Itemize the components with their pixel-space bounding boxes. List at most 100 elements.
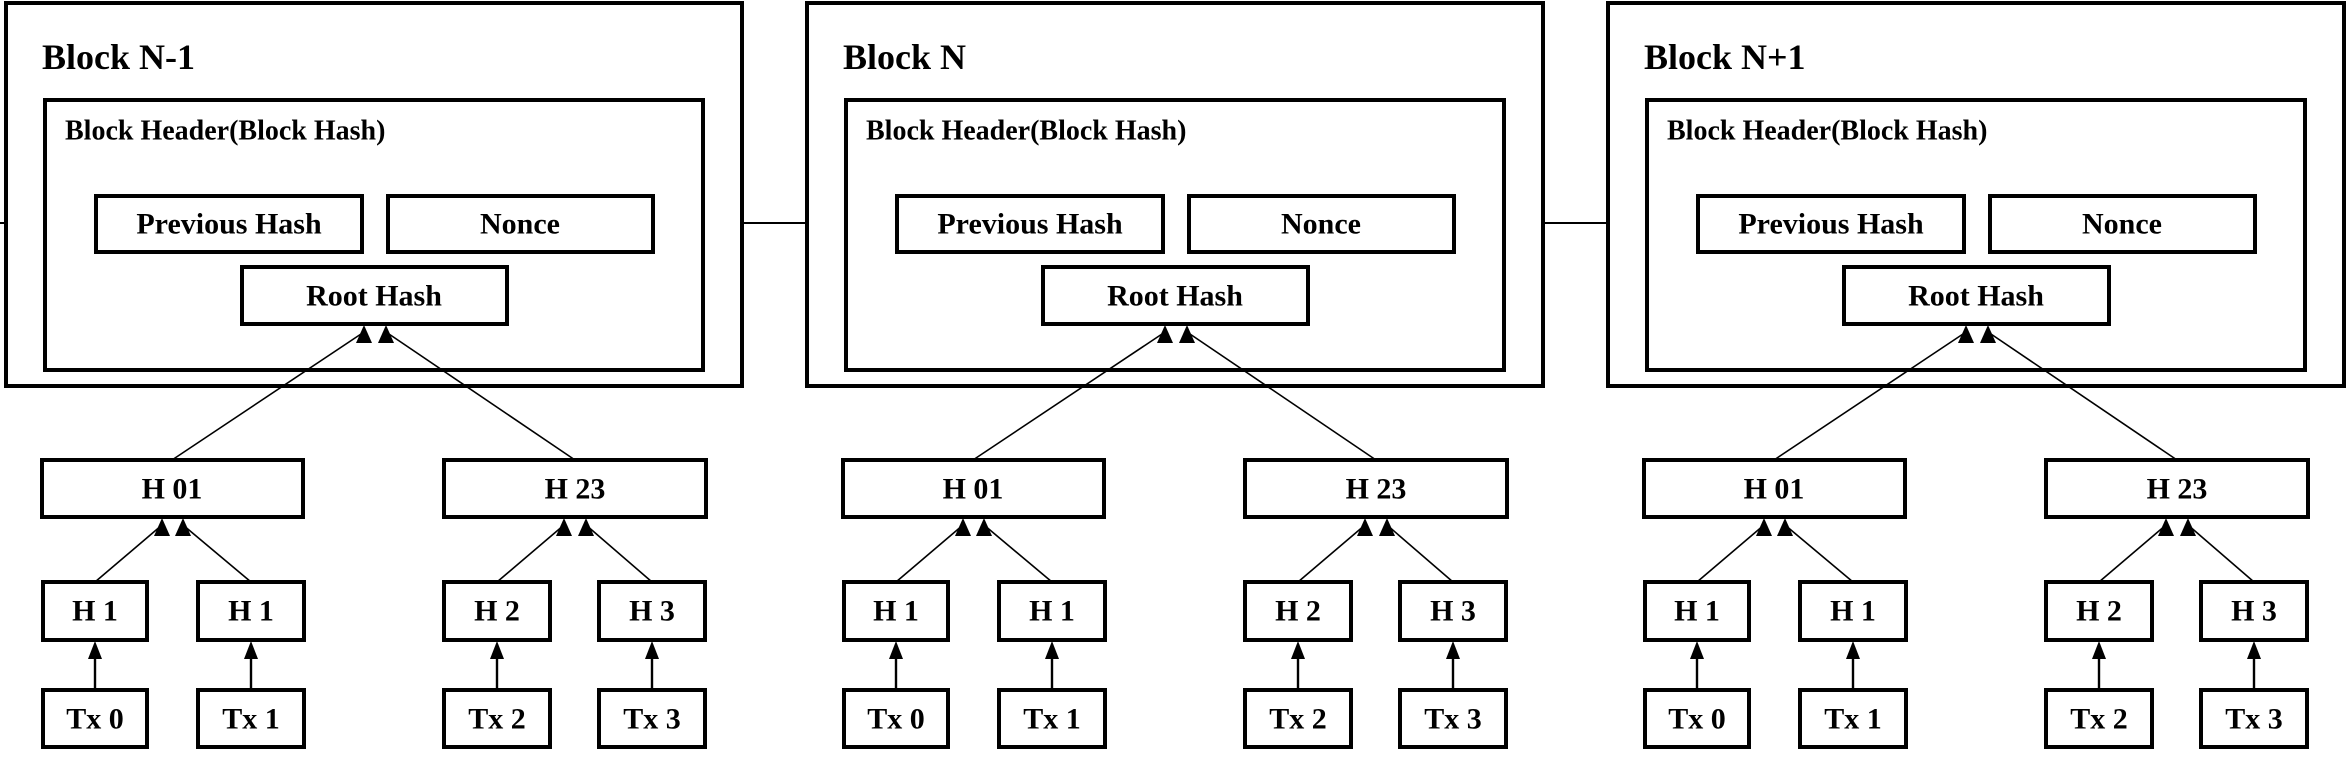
arrowhead-up-icon [175, 518, 191, 536]
merkle-leaf-h2-box [442, 580, 552, 642]
arrowhead-up-icon [1379, 518, 1395, 536]
block-group-n-plus-1: Block N+1 Block Header(Block Hash) Previ… [1606, 1, 2346, 749]
arrowhead-up-icon [1690, 641, 1704, 659]
merkle-leaf-h1-right-label: H 1 [1830, 595, 1876, 628]
arrowhead-up-icon [556, 518, 572, 536]
arrowhead-up-icon [1045, 641, 1059, 659]
merkle-leaf-h1-left-label: H 1 [72, 595, 118, 628]
nonce-box [1187, 194, 1456, 254]
arrowhead-up-icon [578, 518, 594, 536]
edge-h23-root [385, 331, 576, 461]
block-group-n: Block N Block Header(Block Hash) Previou… [805, 1, 1545, 749]
merkle-leaf-h2-box [1243, 580, 1353, 642]
arrowhead-up-icon [1446, 641, 1460, 659]
root-hash-box [240, 265, 509, 326]
tx0-box [41, 688, 149, 749]
arrowhead-up-icon [1756, 518, 1772, 536]
merkle-leaf-h3-box [1398, 580, 1508, 642]
nonce-label: Nonce [1281, 208, 1361, 241]
tx1-label: Tx 1 [1824, 703, 1882, 736]
merkle-leaf-h1-left-box [1643, 580, 1751, 642]
merkle-node-h01-box [1642, 458, 1907, 519]
arrowhead-up-icon [955, 518, 971, 536]
merkle-leaf-h1-left-box [842, 580, 950, 642]
root-hash-label: Root Hash [306, 280, 442, 313]
edge-h3-h23 [1386, 524, 1454, 583]
tx3-box [1398, 688, 1508, 749]
merkle-node-h23-label: H 23 [1346, 473, 1407, 506]
arrowhead-up-icon [154, 518, 170, 536]
previous-hash-box [1696, 194, 1966, 254]
nonce-label: Nonce [480, 208, 560, 241]
tx2-box [442, 688, 552, 749]
edge-h01-root [972, 331, 1166, 461]
merkle-leaf-h1-left-label: H 1 [873, 595, 919, 628]
tx2-box [2044, 688, 2154, 749]
nonce-box [386, 194, 655, 254]
edge-h23-root [1987, 331, 2178, 461]
arrowhead-up-icon [88, 641, 102, 659]
arrowhead-up-icon [2158, 518, 2174, 536]
edge-h1b-h01 [182, 524, 252, 583]
root-hash-label: Root Hash [1107, 280, 1243, 313]
tx0-label: Tx 0 [1668, 703, 1726, 736]
edge-h01-root [171, 331, 365, 461]
arrowhead-up-icon [1291, 641, 1305, 659]
edge-h2-h23 [496, 524, 565, 583]
merkle-leaf-h3-label: H 3 [2231, 595, 2277, 628]
arrowhead-up-icon [378, 325, 394, 343]
tx3-label: Tx 3 [2225, 703, 2283, 736]
merkle-node-h01-box [40, 458, 305, 519]
arrowhead-up-icon [2180, 518, 2196, 536]
merkle-node-h23-box [442, 458, 708, 519]
merkle-node-h01-label: H 01 [142, 473, 203, 506]
merkle-node-h01-box [841, 458, 1106, 519]
edge-h1a-h01 [1696, 524, 1765, 583]
root-hash-box [1041, 265, 1310, 326]
merkle-leaf-h2-label: H 2 [2076, 595, 2122, 628]
arrowhead-up-icon [976, 518, 992, 536]
edge-h3-h23 [585, 524, 653, 583]
tx2-label: Tx 2 [2070, 703, 2128, 736]
previous-hash-label: Previous Hash [136, 208, 322, 241]
merkle-leaf-h1-right-box [1798, 580, 1908, 642]
previous-hash-box [895, 194, 1165, 254]
merkle-leaf-h3-label: H 3 [629, 595, 675, 628]
arrowhead-up-icon [356, 325, 372, 343]
merkle-leaf-h1-right-label: H 1 [228, 595, 274, 628]
root-hash-box [1842, 265, 2111, 326]
merkle-leaf-h2-box [2044, 580, 2154, 642]
tx0-box [1643, 688, 1751, 749]
tx3-box [597, 688, 707, 749]
arrowhead-up-icon [889, 641, 903, 659]
tx1-box [1798, 688, 1908, 749]
arrowhead-up-icon [1980, 325, 1996, 343]
arrowhead-up-icon [244, 641, 258, 659]
tx3-label: Tx 3 [1424, 703, 1482, 736]
edge-h2-h23 [2098, 524, 2167, 583]
tx1-label: Tx 1 [222, 703, 280, 736]
merkle-leaf-h2-label: H 2 [474, 595, 520, 628]
edge-h1b-h01 [983, 524, 1053, 583]
block-group-n-minus-1: Block N-1 Block Header(Block Hash) Previ… [4, 1, 744, 749]
merkle-leaf-h3-label: H 3 [1430, 595, 1476, 628]
tx1-label: Tx 1 [1023, 703, 1081, 736]
edge-h01-root [1773, 331, 1967, 461]
merkle-node-h23-label: H 23 [2147, 473, 2208, 506]
root-hash-label: Root Hash [1908, 280, 2044, 313]
merkle-node-h01-label: H 01 [1744, 473, 1805, 506]
arrowhead-up-icon [1777, 518, 1793, 536]
edge-h1a-h01 [895, 524, 964, 583]
block-title: Block N [843, 37, 966, 77]
tx3-label: Tx 3 [623, 703, 681, 736]
nonce-label: Nonce [2082, 208, 2162, 241]
arrowhead-up-icon [490, 641, 504, 659]
tx0-box [842, 688, 950, 749]
arrowhead-up-icon [1958, 325, 1974, 343]
previous-hash-label: Previous Hash [1738, 208, 1924, 241]
tx2-box [1243, 688, 1353, 749]
block-title: Block N-1 [42, 37, 195, 77]
tx3-box [2199, 688, 2309, 749]
merkle-leaf-h1-left-label: H 1 [1674, 595, 1720, 628]
